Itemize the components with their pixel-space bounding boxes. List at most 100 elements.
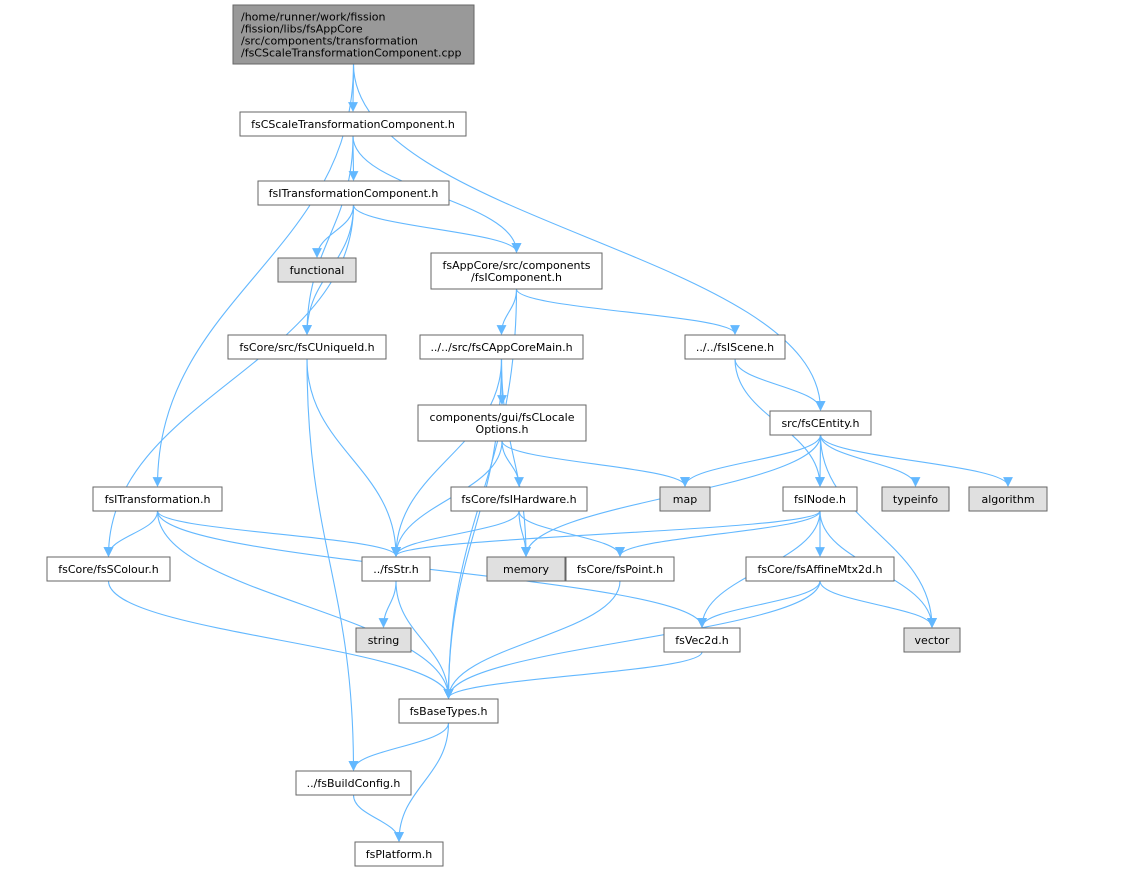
node-box: [782, 486, 858, 512]
node-icomponent_h[interactable]: fsAppCore/src/components/fsIComponent.h: [430, 252, 603, 290]
node-box: [277, 257, 357, 283]
node-label: functional: [290, 264, 345, 277]
nodes-layer: /home/runner/work/fission/fission/libs/f…: [46, 4, 1048, 867]
node-ihardware_h[interactable]: fsCore/fsIHardware.h: [450, 486, 588, 512]
edge-uniqueid_h-to-fsstr_h: [306, 358, 401, 557]
edge-itransformation_h-to-fsstr_h: [156, 510, 401, 557]
node-label: Options.h: [476, 423, 529, 436]
node-scolour_h[interactable]: fsCore/fsSColour.h: [46, 556, 171, 582]
node-box: [46, 556, 171, 582]
edge-scolour_h-to-basetypes_h: [107, 580, 454, 699]
node-label: fsCore/fsAffineMtx2d.h: [757, 563, 882, 576]
node-affinemtx_h[interactable]: fsCore/fsAffineMtx2d.h: [745, 556, 895, 582]
node-box: [968, 486, 1048, 512]
node-box: [769, 410, 872, 436]
node-label: /fsIComponent.h: [471, 271, 562, 284]
node-scale_h[interactable]: fsCScaleTransformationComponent.h: [239, 111, 467, 137]
edge-vec2d_h-to-basetypes_h: [443, 651, 703, 699]
node-box: [881, 486, 950, 512]
edge-fsstr_h-to-basetypes_h: [395, 580, 454, 699]
edge-appcoremain_h-to-fsstr_h: [391, 358, 503, 557]
edge-basetypes_h-to-platform_h: [394, 722, 450, 842]
node-centity_h[interactable]: src/fsCEntity.h: [769, 410, 872, 436]
node-label: /src/components/transformation: [241, 35, 418, 48]
node-box: [239, 111, 467, 137]
node-string: string: [355, 627, 412, 653]
edge-centity_h-to-typeinfo: [819, 434, 921, 487]
node-uniqueid_h[interactable]: fsCore/src/fsCUniqueId.h: [227, 334, 387, 360]
edge-itransformcomp_h-to-icomponent_h: [352, 204, 522, 253]
node-label: memory: [503, 563, 549, 576]
node-box: [355, 627, 412, 653]
node-label: fsCore/fsPoint.h: [577, 563, 663, 576]
node-memory: memory: [486, 556, 566, 582]
edge-uniqueid_h-to-buildconfig_h: [306, 358, 359, 771]
node-label: fsAppCore/src/components: [443, 259, 591, 272]
node-inode_h[interactable]: fsINode.h: [782, 486, 858, 512]
edge-centity_h-to-map: [680, 434, 822, 487]
node-basetypes_h[interactable]: fsBaseTypes.h: [398, 698, 499, 724]
node-label: fsCore/fsIHardware.h: [461, 493, 576, 506]
edge-affinemtx_h-to-basetypes_h: [443, 580, 821, 699]
node-vec2d_h[interactable]: fsVec2d.h: [663, 627, 741, 653]
node-label: /fsCScaleTransformationComponent.cpp: [241, 47, 462, 60]
node-box: [361, 556, 431, 582]
node-label: ../fsBuildConfig.h: [307, 777, 401, 790]
node-box: [419, 334, 584, 360]
edge-icomponent_h-to-appcoremain_h: [496, 288, 518, 335]
edge-inode_h-to-point_h: [615, 510, 821, 557]
node-itransformation_h[interactable]: fsITransformation.h: [92, 486, 223, 512]
node-map: map: [659, 486, 711, 512]
edge-localeoptions_h-to-ihardware_h: [501, 440, 524, 487]
node-label: fsINode.h: [794, 493, 846, 506]
edge-inode_h-to-fsstr_h: [391, 510, 821, 557]
node-box: [92, 486, 223, 512]
node-box: [257, 180, 450, 206]
edge-ihardware_h-to-memory: [518, 510, 531, 557]
node-vector: vector: [903, 627, 961, 653]
node-itransformcomp_h[interactable]: fsITransformationComponent.h: [257, 180, 450, 206]
node-label: fsPlatform.h: [366, 848, 432, 861]
node-label: fsITransformation.h: [105, 493, 211, 506]
node-box: [354, 841, 444, 867]
node-iscene_h[interactable]: ../../fsIScene.h: [684, 334, 786, 360]
edge-centity_h-to-algorithm: [819, 434, 1013, 487]
node-buildconfig_h[interactable]: ../fsBuildConfig.h: [295, 770, 412, 796]
edge-localeoptions_h-to-fsstr_h: [391, 440, 503, 557]
node-box: [417, 404, 587, 442]
edge-ihardware_h-to-point_h: [518, 510, 625, 557]
node-label: vector: [915, 634, 950, 647]
node-box: [232, 4, 475, 65]
edge-appcoremain_h-to-memory: [500, 358, 531, 557]
node-label: fsVec2d.h: [675, 634, 729, 647]
edges-layer: [103, 63, 1013, 842]
node-appcoremain_h[interactable]: ../../src/fsCAppCoreMain.h: [419, 334, 584, 360]
node-label: components/gui/fsCLocale: [430, 411, 575, 424]
node-box: [227, 334, 387, 360]
node-root[interactable]: /home/runner/work/fission/fission/libs/f…: [232, 4, 475, 65]
edge-localeoptions_h-to-map: [501, 440, 690, 487]
edge-affinemtx_h-to-vector: [819, 580, 937, 628]
node-label: /home/runner/work/fission: [241, 11, 386, 24]
edge-centity_h-to-vector: [819, 434, 937, 628]
node-box: [659, 486, 711, 512]
node-point_h[interactable]: fsCore/fsPoint.h: [565, 556, 675, 582]
node-box: [565, 556, 675, 582]
node-label: fsCore/src/fsCUniqueId.h: [239, 341, 374, 354]
edge-itransformation_h-to-basetypes_h: [156, 510, 454, 699]
node-label: /fission/libs/fsAppCore: [241, 23, 363, 36]
node-typeinfo: typeinfo: [881, 486, 950, 512]
edge-affinemtx_h-to-vec2d_h: [697, 580, 821, 628]
edge-itransformation_h-to-scolour_h: [103, 510, 159, 557]
node-label: ../../src/fsCAppCoreMain.h: [430, 341, 572, 354]
node-label: fsBaseTypes.h: [410, 705, 488, 718]
node-label: ../fsStr.h: [373, 563, 419, 576]
node-label: fsCScaleTransformationComponent.h: [251, 118, 455, 131]
node-fsstr_h[interactable]: ../fsStr.h: [361, 556, 431, 582]
node-label: map: [673, 493, 697, 506]
edge-buildconfig_h-to-platform_h: [352, 794, 404, 842]
node-platform_h[interactable]: fsPlatform.h: [354, 841, 444, 867]
node-box: [398, 698, 499, 724]
node-box: [450, 486, 588, 512]
